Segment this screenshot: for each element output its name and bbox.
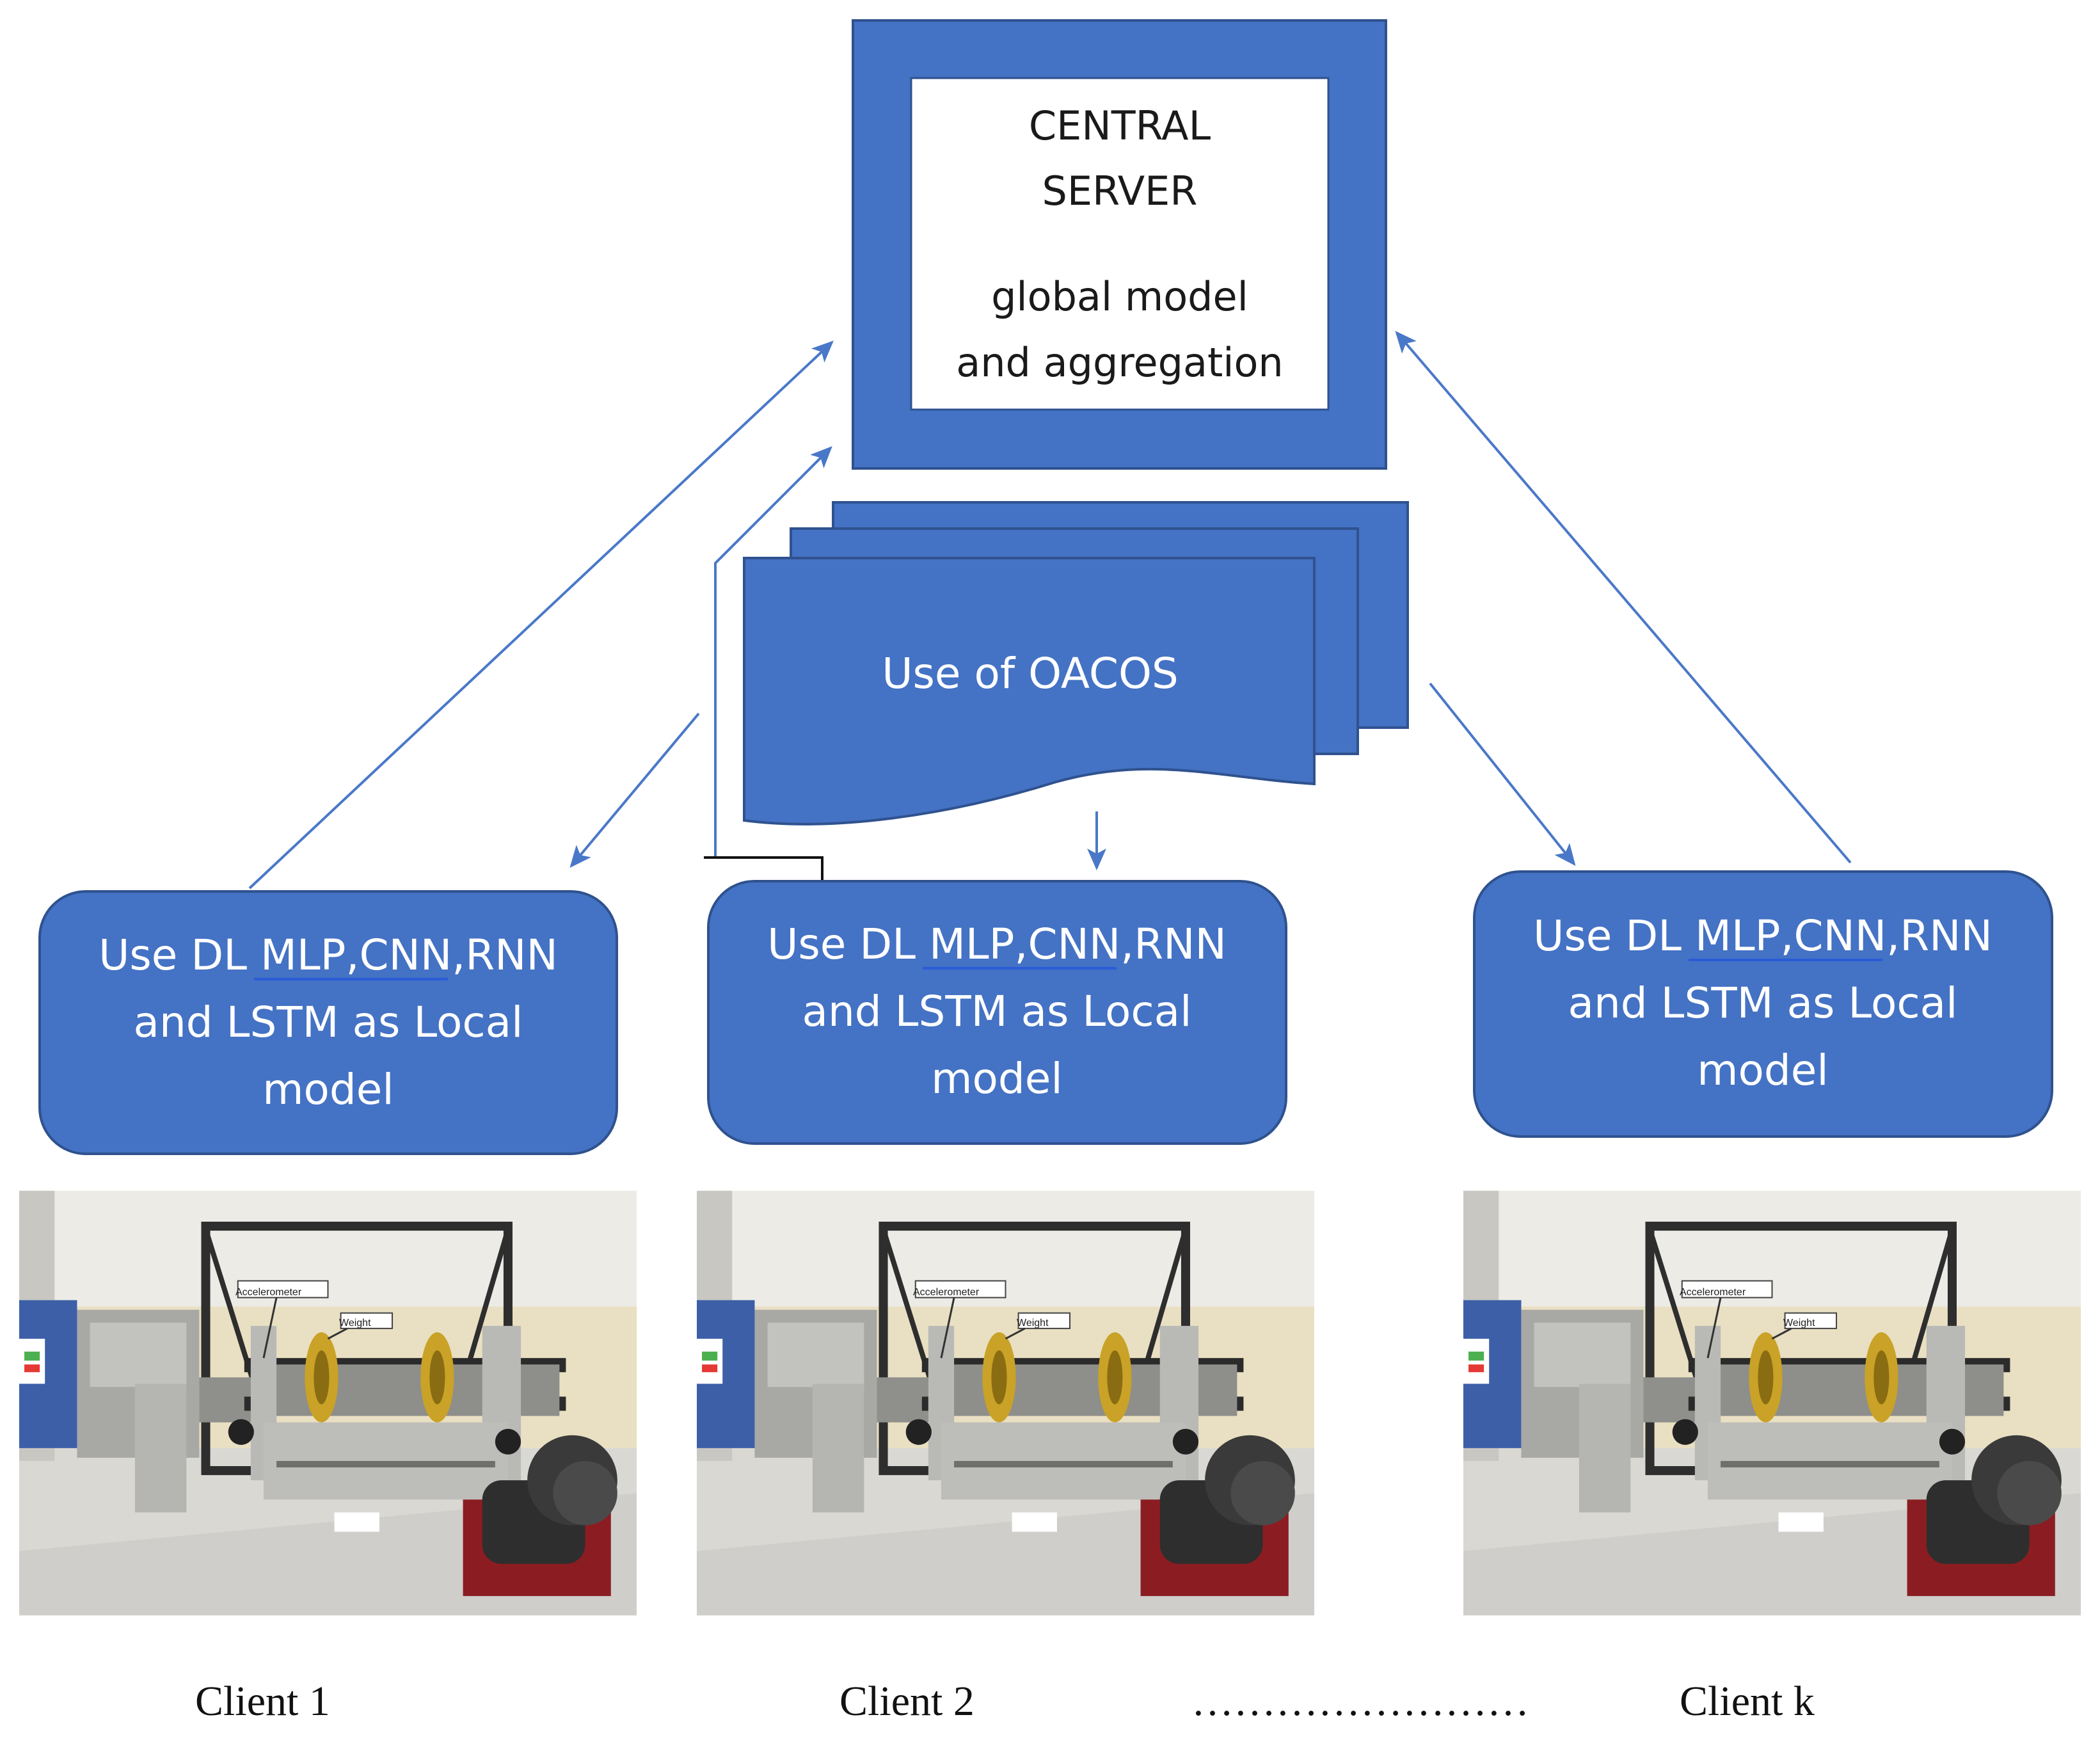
- weight-tag: Weight: [339, 1318, 371, 1329]
- accelerometer-tag: Accelerometer: [235, 1287, 302, 1298]
- svg-text:Use DL MLP,CNN,RNN: Use DL MLP,CNN,RNN: [99, 930, 558, 980]
- local-model-2-line1b: MLP,CNN: [929, 920, 1120, 969]
- arrow-oacos-to-clientk: [1429, 682, 1576, 866]
- client-k-label: Client k: [1680, 1678, 1815, 1725]
- local-model-box-3: Use DL MLP,CNN,RNN and LSTM as Local mod…: [1473, 870, 2053, 1138]
- client-2-label: Client 2: [839, 1678, 974, 1725]
- ellipsis-label: ……………………: [1191, 1678, 1529, 1725]
- arrow-client2-to-server: [714, 446, 832, 858]
- connector-line: [704, 856, 823, 882]
- local-model-3-line1c: ,RNN: [1886, 911, 1993, 961]
- weight-tag: Weight: [1783, 1318, 1815, 1329]
- local-model-2-line2: and LSTM as Local: [802, 987, 1192, 1036]
- local-model-3-line1b: MLP,CNN: [1695, 911, 1886, 961]
- local-model-1-line2: and LSTM as Local: [134, 998, 523, 1047]
- arrows: [248, 330, 1852, 890]
- oacos-label: Use of OACOS: [882, 649, 1179, 698]
- central-server: CENTRAL SERVER global model and aggregat…: [852, 19, 1387, 470]
- local-model-2-line1a: Use DL: [767, 920, 929, 969]
- local-model-3-line3: model: [1697, 1046, 1829, 1095]
- arrow-oacos-to-client1: [569, 712, 700, 868]
- local-model-1-line1a: Use DL: [99, 930, 260, 980]
- local-model-2-line3: model: [931, 1054, 1063, 1103]
- accelerometer-tag: Accelerometer: [1680, 1287, 1746, 1298]
- server-subtitle-line1: global model: [991, 273, 1248, 320]
- local-model-3-line1a: Use DL: [1533, 911, 1695, 961]
- client-1-photo: Accelerometer Weight: [19, 1191, 637, 1615]
- accelerometer-tag: Accelerometer: [913, 1287, 980, 1298]
- client-2-photo: Accelerometer Weight: [697, 1191, 1314, 1615]
- arrow-clientk-to-server: [1395, 330, 1852, 864]
- local-model-3-line2: and LSTM as Local: [1568, 978, 1958, 1028]
- client-1-label: Client 1: [195, 1678, 330, 1725]
- local-model-1-line1c: ,RNN: [452, 930, 558, 980]
- local-model-box-2: Use DL MLP,CNN,RNN and LSTM as Local mod…: [707, 880, 1287, 1145]
- local-model-1-line3: model: [262, 1065, 394, 1114]
- oacos-multidocument: Use of OACOS: [743, 501, 1409, 826]
- weight-tag: Weight: [1017, 1318, 1049, 1329]
- svg-text:Use DL MLP,CNN,RNN: Use DL MLP,CNN,RNN: [767, 920, 1227, 969]
- svg-text:Use DL MLP,CNN,RNN: Use DL MLP,CNN,RNN: [1533, 911, 1993, 961]
- arrow-client1-to-server: [248, 340, 834, 890]
- client-k-photo: Accelerometer Weight: [1463, 1191, 2081, 1615]
- local-model-box-1: Use DL MLP,CNN,RNN and LSTM as Local mod…: [38, 890, 618, 1155]
- server-subtitle-line2: and aggregation: [956, 339, 1283, 386]
- server-title-line2: SERVER: [1042, 168, 1198, 214]
- local-model-1-line1b: MLP,CNN: [260, 930, 452, 980]
- local-model-2-line1c: ,RNN: [1120, 920, 1227, 969]
- server-title-line1: CENTRAL: [1029, 102, 1211, 149]
